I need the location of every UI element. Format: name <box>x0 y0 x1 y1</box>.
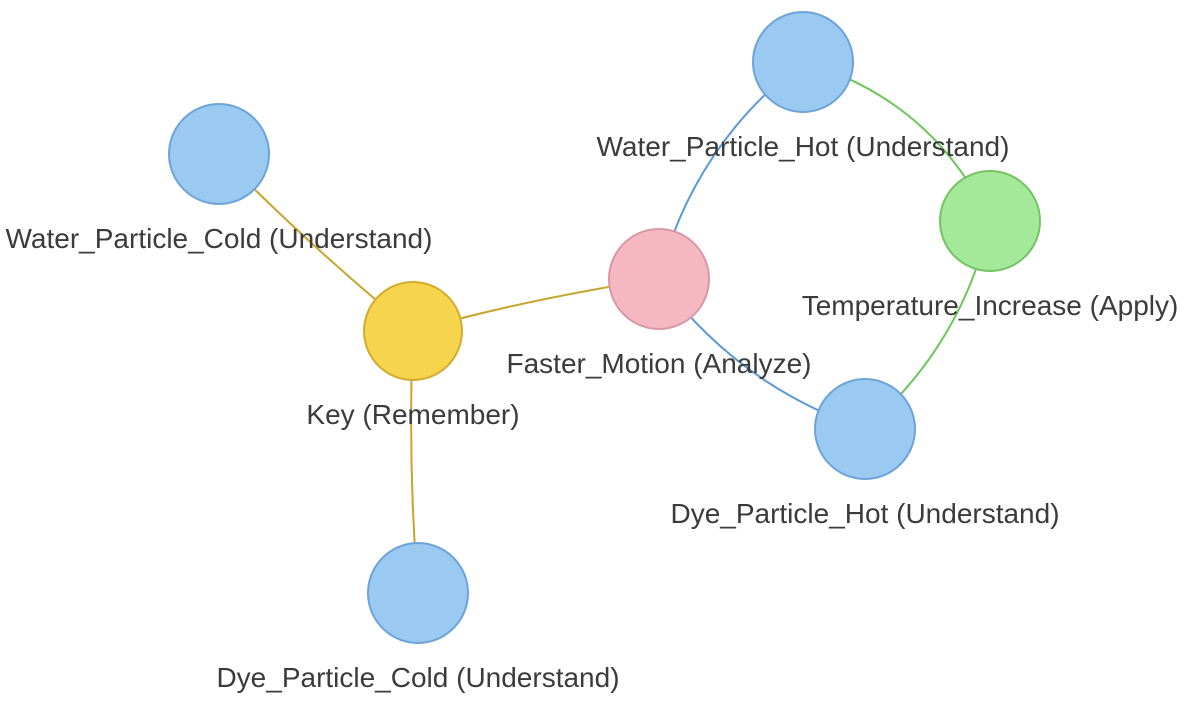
node-temperature-increase[interactable] <box>939 170 1041 272</box>
node-label-dye-particle-hot: Dye_Particle_Hot (Understand) <box>670 498 1059 529</box>
node-key[interactable] <box>363 281 463 381</box>
node-label-water-particle-hot: Water_Particle_Hot (Understand) <box>597 131 1010 162</box>
node-label-water-particle-cold: Water_Particle_Cold (Understand) <box>6 223 433 254</box>
node-label-dye-particle-cold: Dye_Particle_Cold (Understand) <box>216 662 619 693</box>
node-water-particle-cold[interactable] <box>168 103 270 205</box>
node-label-temperature-increase: Temperature_Increase (Apply) <box>802 290 1179 321</box>
nodes-layer <box>168 11 1041 644</box>
labels-layer: Water_Particle_Cold (Understand) Water_Pa… <box>6 131 1179 693</box>
node-faster-motion[interactable] <box>608 228 710 330</box>
node-dye-particle-hot[interactable] <box>814 378 916 480</box>
node-dye-particle-cold[interactable] <box>367 542 469 644</box>
node-water-particle-hot[interactable] <box>752 11 854 113</box>
node-label-key: Key (Remember) <box>306 399 519 430</box>
node-label-faster-motion: Faster_Motion (Analyze) <box>506 348 811 379</box>
